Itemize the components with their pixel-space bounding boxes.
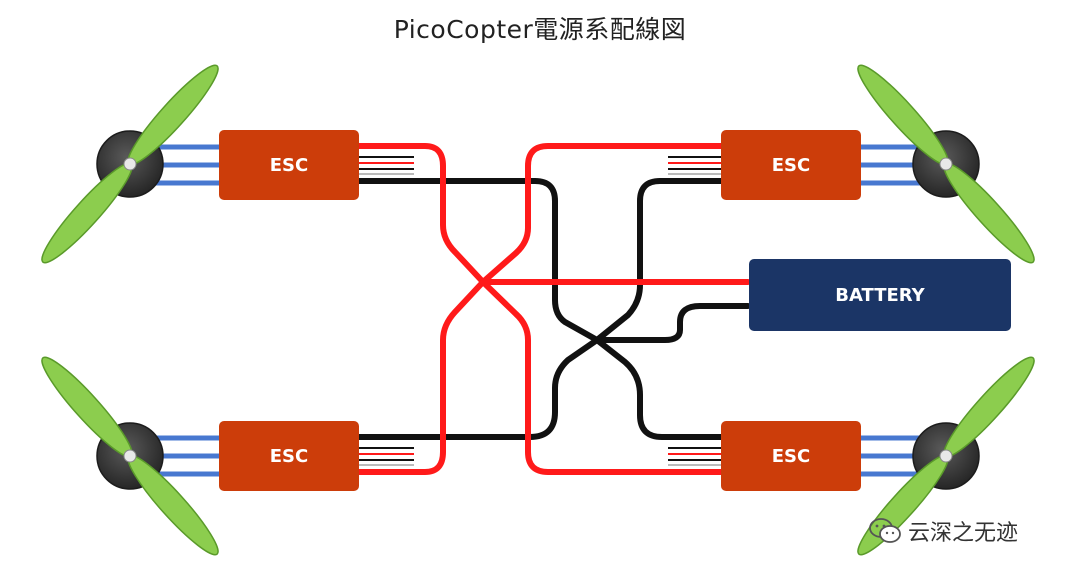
signal-wires-bottom-left: [358, 442, 414, 466]
esc-bottom-left: ESC: [219, 421, 359, 491]
black-wire-bottom-right-esc: [594, 337, 725, 440]
signal-wires-top-left: [358, 151, 414, 175]
motor-bottom-left: [41, 356, 219, 556]
signal-wires-top-right: [668, 151, 722, 175]
red-wire-top-right-esc: [480, 143, 725, 285]
motor-top-left: [41, 64, 219, 264]
black-wire-battery: [594, 303, 751, 343]
propeller-top-right-icon: [857, 64, 1035, 264]
diagram-title: PicoCopter電源系配線図: [393, 15, 687, 44]
red-wire-bottom-left-esc: [355, 279, 486, 475]
red-wire-bottom-right-esc: [480, 279, 725, 475]
black-wire-top-left-esc: [355, 178, 600, 343]
watermark: 云深之无迹: [868, 515, 1018, 547]
esc-bottom-right: ESC: [721, 421, 861, 491]
black-wire-bottom-left-esc: [355, 337, 600, 440]
esc-top-left: ESC: [219, 130, 359, 200]
black-wire-top-right-esc: [594, 178, 725, 343]
signal-wires-bottom-right: [668, 442, 722, 466]
watermark-text: 云深之无迹: [908, 521, 1019, 546]
wechat-icon: [869, 518, 901, 543]
battery-box: BATTERY: [749, 259, 1011, 331]
motor-top-right: [857, 64, 1035, 264]
esc-top-right: ESC: [721, 130, 861, 200]
red-wire-top-left-esc: [355, 143, 486, 285]
